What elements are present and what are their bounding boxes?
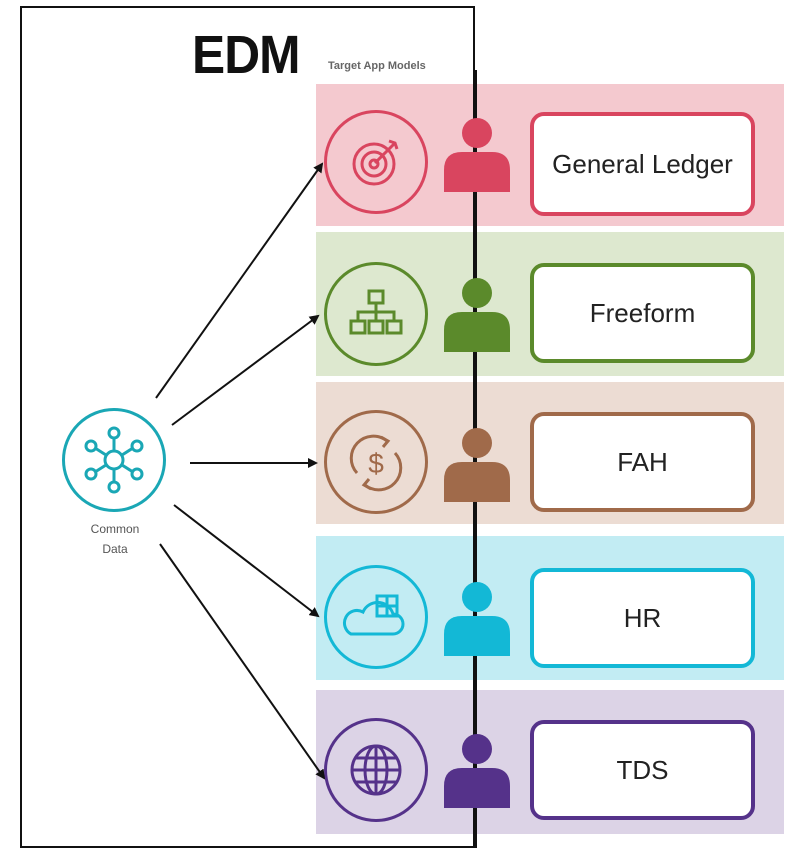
diagram-title: EDM xyxy=(192,25,301,85)
target-label: General Ledger xyxy=(552,148,733,179)
globe-icon xyxy=(324,718,428,822)
hierarchy-icon xyxy=(324,262,428,366)
target-box-fah: FAH xyxy=(530,412,755,512)
user-icon-tds xyxy=(442,732,512,808)
diagram-subtitle: Target App Models xyxy=(328,60,426,72)
target-label: HR xyxy=(623,602,662,633)
user-icon-freeform xyxy=(442,276,512,352)
hub-label-line1: Common xyxy=(90,522,140,536)
target-box-general-ledger: General Ledger xyxy=(530,112,755,216)
currency-cycle-icon: $ xyxy=(324,410,428,514)
svg-text:$: $ xyxy=(368,448,384,479)
user-icon-fah xyxy=(442,426,512,502)
target-box-freeform: Freeform xyxy=(530,263,755,363)
target-label: TDS xyxy=(616,754,669,785)
target-box-hr: HR xyxy=(530,568,755,668)
target-box-tds: TDS xyxy=(530,720,755,820)
divider-line xyxy=(473,70,477,848)
network-hub-icon xyxy=(62,408,166,512)
target-label: FAH xyxy=(617,446,668,477)
user-icon-general-ledger xyxy=(442,116,512,192)
cloud-grid-icon xyxy=(324,565,428,669)
target-icon xyxy=(324,110,428,214)
target-label: Freeform xyxy=(589,297,696,328)
user-icon-hr xyxy=(442,580,512,656)
hub-label-line2: Data xyxy=(102,542,128,556)
